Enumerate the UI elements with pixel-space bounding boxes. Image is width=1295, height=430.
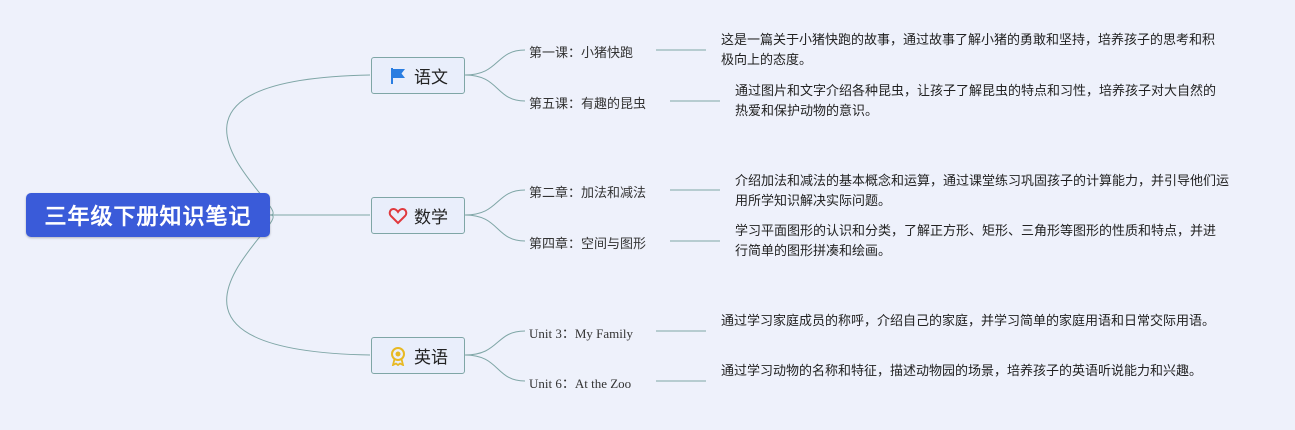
- lesson-description[interactable]: 学习平面图形的认识和分类，了解正方形、矩形、三角形等图形的性质和特点，并进行简单…: [735, 224, 1217, 259]
- root-title: 三年级下册知识笔记: [44, 205, 252, 230]
- subject-math[interactable]: 数学: [371, 197, 465, 234]
- subject-chinese[interactable]: 语文: [371, 57, 465, 94]
- subject-english[interactable]: 英语: [371, 337, 465, 374]
- subject-label: 英语: [414, 348, 448, 368]
- subject-label: 语文: [414, 68, 448, 88]
- flag-icon: [388, 66, 408, 86]
- award-ribbon-icon: [388, 346, 408, 366]
- lesson-title[interactable]: Unit 3：My Family: [529, 326, 634, 341]
- lesson-title[interactable]: Unit 6：At the Zoo: [529, 376, 632, 391]
- lesson-title[interactable]: 第二章：加法和减法: [529, 186, 647, 201]
- lesson-title[interactable]: 第五课：有趣的昆虫: [529, 97, 647, 112]
- lesson-title[interactable]: 第一课：小猪快跑: [529, 46, 634, 61]
- root-topic[interactable]: 三年级下册知识笔记: [26, 193, 270, 237]
- lesson-description[interactable]: 通过图片和文字介绍各种昆虫，让孩子了解昆虫的特点和习性，培养孩子对大自然的热爱和…: [735, 84, 1217, 119]
- subject-label: 数学: [414, 208, 448, 228]
- heart-icon: [388, 206, 408, 226]
- lesson-description[interactable]: 通过学习动物的名称和特征，描述动物园的场景，培养孩子的英语听说能力和兴趣。: [721, 364, 1203, 379]
- lesson-description[interactable]: 通过学习家庭成员的称呼，介绍自己的家庭，并学习简单的家庭用语和日常交际用语。: [721, 314, 1216, 329]
- lesson-description[interactable]: 这是一篇关于小猪快跑的故事，通过故事了解小猪的勇敢和坚持，培养孩子的思考和积极向…: [721, 33, 1216, 68]
- lesson-description[interactable]: 介绍加法和减法的基本概念和运算，通过课堂练习巩固孩子的计算能力，并引导他们运用所…: [735, 174, 1230, 209]
- lesson-title[interactable]: 第四章：空间与图形: [529, 237, 647, 252]
